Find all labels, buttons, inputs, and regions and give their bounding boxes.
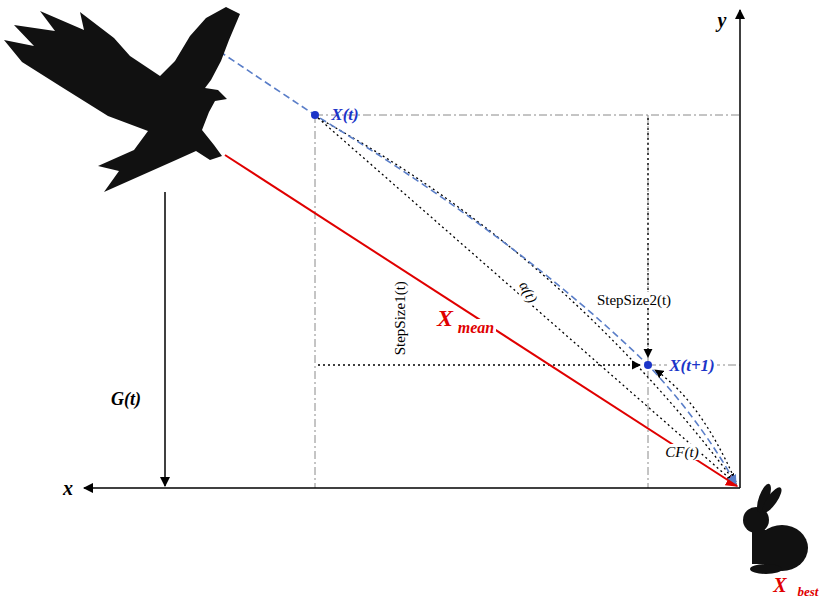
step-label: StepSize2(t) [595,292,673,309]
rabbit-silhouette [743,482,808,574]
axis-label: y [718,9,727,31]
angle-label: α(t) [515,277,542,308]
eagle-silhouette [4,7,240,192]
guide-lines [315,115,740,488]
mean-label: X [435,305,455,331]
height-arrow [164,192,166,486]
mean-subscript: mean [456,319,496,337]
position-label: X(t+1) [667,357,717,376]
best-subscript: best [798,585,819,599]
position-dot [311,111,319,119]
factor-label: CF(t) [663,444,700,461]
best-label: X [773,574,786,596]
position-label: X(t) [331,106,358,125]
mean-line [225,155,737,486]
flight-path [210,45,736,484]
step-label: StepSize1(t) [392,279,409,357]
step-arrows [318,118,736,484]
axis-label: x [63,477,73,499]
position-dot [644,361,652,369]
height-label: G(t) [111,390,141,410]
